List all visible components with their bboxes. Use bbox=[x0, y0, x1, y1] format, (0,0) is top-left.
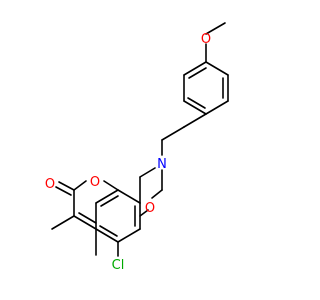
bond-benz-3 bbox=[117, 228, 141, 243]
atom-o-lactone: O bbox=[90, 175, 100, 190]
bond-ch2-ch2 bbox=[161, 126, 185, 141]
bond-benz-1 bbox=[117, 189, 141, 204]
bond-benz-4b bbox=[99, 225, 118, 237]
bond-ch2b-o bbox=[151, 189, 163, 199]
bond-aryl-3 bbox=[205, 100, 229, 115]
bond-aryl-4 bbox=[183, 100, 207, 115]
atom-o-methoxy: O bbox=[201, 32, 211, 47]
molecule-diagram: O N O O O Cl bbox=[45, 22, 229, 273]
bond-n-ch2a bbox=[139, 167, 156, 178]
bonds bbox=[51, 22, 229, 257]
bond-c10b-olac bbox=[103, 180, 119, 191]
structure-canvas: O N O O O Cl bbox=[45, 22, 229, 273]
bond-c3-c4b bbox=[78, 212, 97, 224]
bond-benz-6 bbox=[95, 189, 119, 204]
bond-c3-c4 bbox=[73, 215, 97, 230]
bond-o-methyl bbox=[205, 22, 226, 35]
atom-o-carbonyl: O bbox=[45, 177, 55, 192]
atom-n: N bbox=[157, 157, 167, 172]
bond-olac-c2 bbox=[73, 180, 87, 191]
bond-aryl-6b bbox=[188, 67, 207, 79]
bond-aryl-ch2 bbox=[183, 113, 207, 128]
bond-aryl-6 bbox=[183, 61, 207, 76]
bond-benz-6b bbox=[100, 195, 119, 207]
bond-c2-o bbox=[58, 181, 75, 191]
bond-o-c6a bbox=[139, 209, 149, 217]
atom-cl: Cl bbox=[112, 258, 125, 273]
bond-c2-o-b bbox=[55, 186, 72, 196]
bond-aryl-1 bbox=[205, 61, 229, 76]
bond-aryl-4b bbox=[187, 97, 206, 109]
atom-o-ring: O bbox=[145, 201, 155, 216]
bond-c3-me bbox=[51, 215, 75, 230]
atom-labels: O N O O O Cl bbox=[45, 32, 211, 273]
bond-benz-4 bbox=[95, 228, 119, 243]
